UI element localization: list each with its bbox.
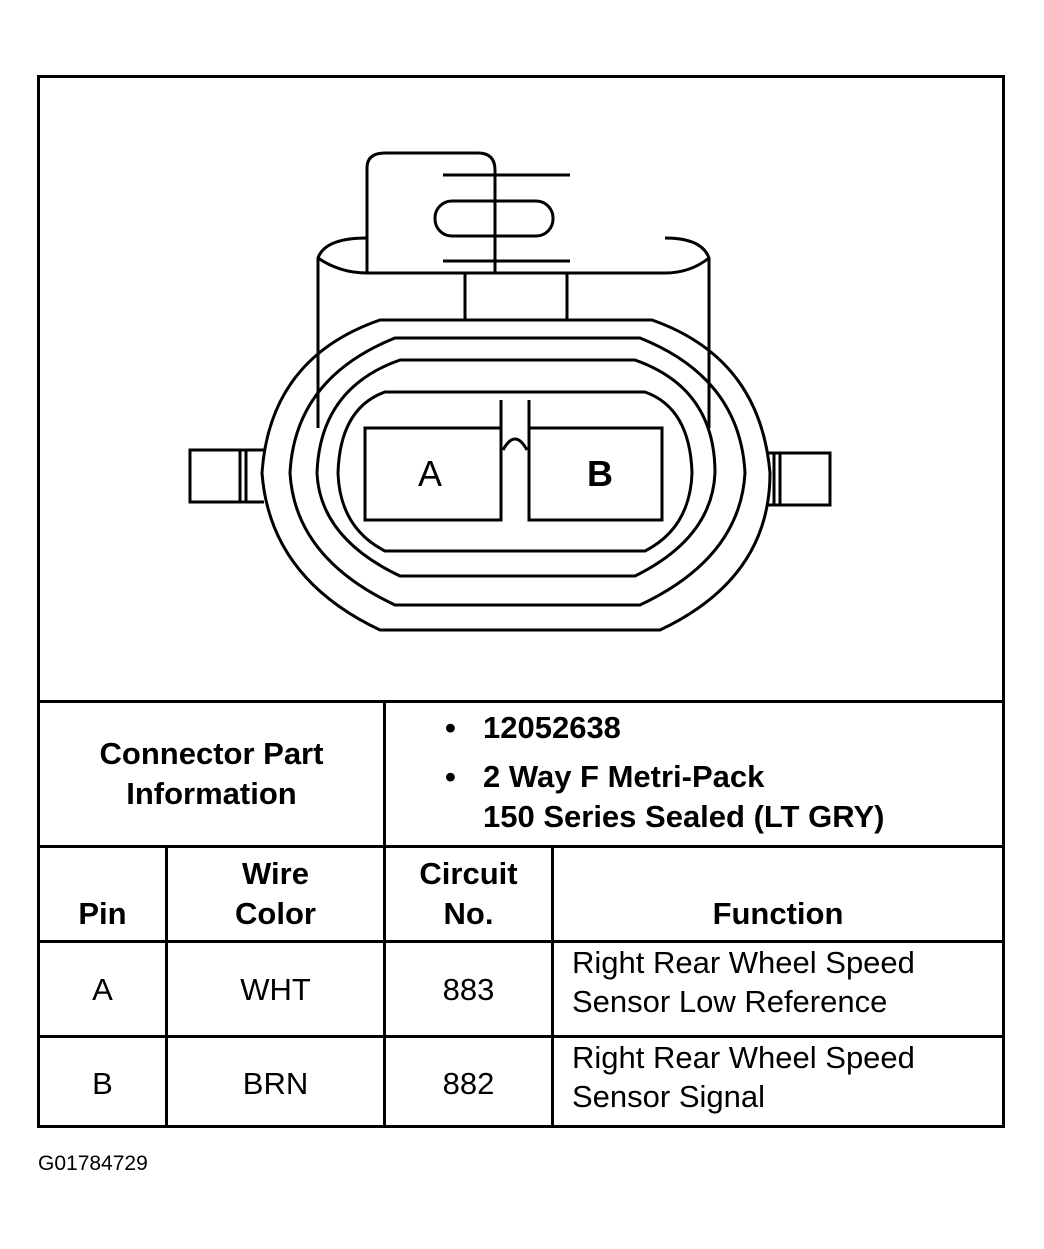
row-a-function-line2: Sensor Low Reference (572, 984, 888, 1019)
col-divider-circuit (551, 845, 554, 1128)
part-number: 12052638 (483, 710, 621, 745)
row-a-function: Right Rear Wheel Speed Sensor Low Refere… (554, 943, 1002, 1035)
part-info-bottom-rule (40, 845, 1002, 848)
row-b-circuit: 882 (442, 1065, 495, 1101)
col-divider-pin (165, 845, 168, 1128)
header-wire-color-line2: Color (235, 896, 316, 931)
pin-label-b: B (587, 452, 613, 494)
connector-face-diagram: A B (40, 78, 1002, 700)
row-a-pin: A (92, 971, 113, 1007)
part-description-continuation: 150 Series Sealed (LT GRY) (445, 797, 884, 837)
row-a-function-line1: Right Rear Wheel Speed (572, 945, 915, 980)
bullet: • (445, 759, 456, 794)
row-a-circuit: 883 (442, 971, 495, 1007)
header-wire-color: Wire Color (168, 848, 383, 940)
header-function: Function (712, 896, 844, 931)
header-wire-color-line1: Wire (242, 856, 309, 891)
row-b-pin: B (92, 1065, 113, 1101)
bullet: • (445, 710, 456, 745)
header-circuit: Circuit No. (386, 848, 551, 940)
header-circuit-line1: Circuit (419, 856, 518, 891)
row-a-wire-color: WHT (240, 971, 311, 1007)
row-b-function: Right Rear Wheel Speed Sensor Signal (554, 1038, 1002, 1128)
part-description-line2: 150 Series Sealed (LT GRY) (483, 799, 885, 834)
part-info-label: Connector Part Information (40, 703, 383, 845)
part-description-line1: 2 Way F Metri-Pack (483, 759, 765, 794)
part-info-divider (383, 700, 386, 1128)
header-bottom-rule (40, 940, 1002, 943)
header-circuit-line2: No. (443, 896, 494, 931)
connector-drawing (188, 151, 832, 632)
header-pin: Pin (78, 896, 127, 931)
row-b-function-line1: Right Rear Wheel Speed (572, 1040, 915, 1075)
connector-info-frame: A B Connector Part Information • 1205263… (37, 75, 1005, 1128)
row-b-function-line2: Sensor Signal (572, 1079, 766, 1114)
part-info-label-line2: Information (126, 776, 297, 811)
figure-code: G01784729 (38, 1152, 148, 1175)
row-a-bottom-rule (40, 1035, 1002, 1038)
part-description-item: • 2 Way F Metri-Pack (445, 757, 884, 797)
pin-label-a: A (417, 452, 442, 494)
part-number-item: • 12052638 (445, 708, 884, 748)
part-info-details: • 12052638 • 2 Way F Metri-Pack 150 Seri… (445, 708, 884, 837)
part-info-label-line1: Connector Part (99, 736, 324, 771)
row-b-wire-color: BRN (242, 1065, 309, 1101)
table-top-rule (40, 700, 1002, 703)
